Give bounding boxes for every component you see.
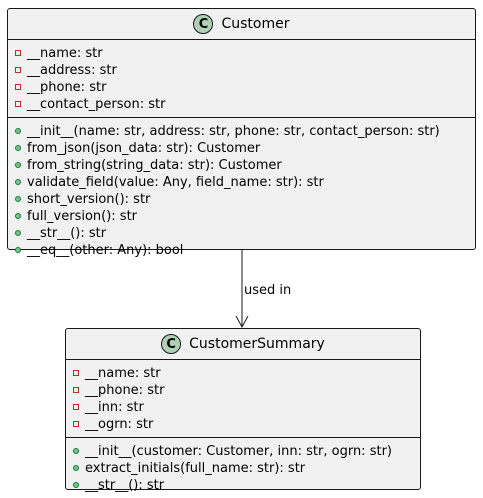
private-icon bbox=[73, 387, 79, 393]
method-eq: __eq__(other: Any): bool bbox=[8, 242, 475, 259]
field-ogrn: __ogrn: str bbox=[66, 416, 420, 433]
methods-section: __init__(customer: Customer, inn: str, o… bbox=[66, 438, 420, 498]
field-name: __name: str bbox=[8, 45, 475, 62]
fields-section: __name: str __phone: str __inn: str __og… bbox=[66, 360, 420, 438]
field-text: __inn: str bbox=[85, 400, 144, 415]
private-icon bbox=[15, 101, 21, 107]
field-address: __address: str bbox=[8, 62, 475, 79]
private-icon bbox=[73, 404, 79, 410]
method-validate-field: validate_field(value: Any, field_name: s… bbox=[8, 174, 475, 191]
method-full-version: full_version(): str bbox=[8, 208, 475, 225]
fields-section: __name: str __address: str __phone: str … bbox=[8, 40, 475, 118]
class-c-icon: C bbox=[193, 14, 214, 34]
method-str: __str__(): str bbox=[66, 477, 420, 494]
class-name: Customer bbox=[221, 16, 290, 32]
public-icon bbox=[15, 213, 21, 219]
public-icon bbox=[15, 230, 21, 236]
private-icon bbox=[15, 67, 21, 73]
method-from-string: from_string(string_data: str): Customer bbox=[8, 157, 475, 174]
method-text: __eq__(other: Any): bool bbox=[27, 243, 184, 258]
method-from-json: from_json(json_data: str): Customer bbox=[8, 140, 475, 157]
method-text: full_version(): str bbox=[27, 209, 138, 224]
methods-section: __init__(name: str, address: str, phone:… bbox=[8, 118, 475, 263]
public-icon bbox=[15, 179, 21, 185]
public-icon bbox=[15, 162, 21, 168]
field-contact-person: __contact_person: str bbox=[8, 96, 475, 113]
method-init: __init__(name: str, address: str, phone:… bbox=[8, 123, 475, 140]
field-inn: __inn: str bbox=[66, 399, 420, 416]
public-icon bbox=[15, 247, 21, 253]
private-icon bbox=[73, 370, 79, 376]
public-icon bbox=[73, 448, 79, 454]
method-text: __init__(customer: Customer, inn: str, o… bbox=[85, 444, 392, 459]
field-text: __phone: str bbox=[85, 383, 165, 398]
field-text: __ogrn: str bbox=[85, 417, 154, 432]
method-text: __init__(name: str, address: str, phone:… bbox=[27, 124, 440, 139]
method-text: short_version(): str bbox=[27, 192, 151, 207]
public-icon bbox=[15, 128, 21, 134]
field-text: __contact_person: str bbox=[27, 97, 166, 112]
private-icon bbox=[15, 50, 21, 56]
class-header: C Customer bbox=[8, 9, 475, 40]
field-name: __name: str bbox=[66, 365, 420, 382]
arrow-head-icon bbox=[235, 315, 249, 329]
method-init: __init__(customer: Customer, inn: str, o… bbox=[66, 443, 420, 460]
public-icon bbox=[15, 196, 21, 202]
method-text: __str__(): str bbox=[27, 226, 107, 241]
field-text: __address: str bbox=[27, 63, 117, 78]
method-text: validate_field(value: Any, field_name: s… bbox=[27, 175, 324, 190]
public-icon bbox=[15, 145, 21, 151]
method-text: __str__(): str bbox=[85, 478, 165, 493]
method-text: from_string(string_data: str): Customer bbox=[27, 158, 282, 173]
association-label: used in bbox=[244, 283, 291, 298]
private-icon bbox=[15, 84, 21, 90]
field-phone: __phone: str bbox=[8, 79, 475, 96]
method-extract-initials: extract_initials(full_name: str): str bbox=[66, 460, 420, 477]
field-text: __phone: str bbox=[27, 80, 107, 95]
class-customer-summary[interactable]: C CustomerSummary __name: str __phone: s… bbox=[65, 328, 421, 493]
field-phone: __phone: str bbox=[66, 382, 420, 399]
field-text: __name: str bbox=[85, 366, 161, 381]
private-icon bbox=[73, 421, 79, 427]
public-icon bbox=[73, 482, 79, 488]
class-header: C CustomerSummary bbox=[66, 329, 420, 360]
class-name: CustomerSummary bbox=[189, 336, 325, 352]
method-text: extract_initials(full_name: str): str bbox=[85, 461, 306, 476]
class-c-icon: C bbox=[161, 334, 182, 354]
field-text: __name: str bbox=[27, 46, 103, 61]
method-text: from_json(json_data: str): Customer bbox=[27, 141, 261, 156]
method-str: __str__(): str bbox=[8, 225, 475, 242]
public-icon bbox=[73, 465, 79, 471]
method-short-version: short_version(): str bbox=[8, 191, 475, 208]
class-customer[interactable]: C Customer __name: str __address: str __… bbox=[7, 8, 476, 258]
